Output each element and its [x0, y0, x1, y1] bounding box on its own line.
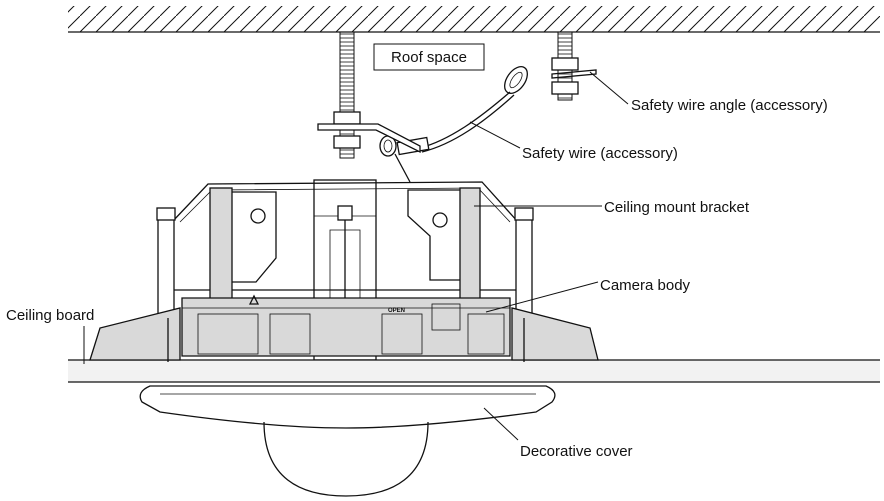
decorative-cover-label-group: Decorative cover [483, 407, 633, 460]
roof-space-label-group: Roof space [373, 43, 485, 71]
camera-body-label-group: Camera body [485, 277, 691, 313]
open-mark: OPEN [388, 308, 405, 314]
ceiling-board [68, 359, 880, 383]
ceiling-mount-bracket-label: Ceiling mount bracket [604, 199, 750, 216]
ceiling-mount-bracket-label-group: Ceiling mount bracket [474, 199, 750, 216]
ceiling-board-label: Ceiling board [6, 307, 94, 324]
safety-wire [379, 66, 528, 183]
decorative-cover-label: Decorative cover [520, 443, 633, 460]
camera-body: OPEN [181, 294, 511, 357]
safety-wire-label: Safety wire (accessory) [522, 145, 678, 162]
hanging-plate [317, 123, 421, 154]
side-clamps [89, 307, 599, 362]
roof-space-label: Roof space [391, 49, 467, 66]
safety-wire-angle-label-group: Safety wire angle (accessory) [589, 71, 828, 114]
camera-body-label: Camera body [600, 277, 691, 294]
threaded-rod-right [551, 31, 597, 101]
ceiling-slab [68, 6, 880, 33]
ceiling-board-label-group: Ceiling board [6, 307, 94, 364]
safety-wire-label-group: Safety wire (accessory) [469, 121, 678, 162]
threaded-rod-left [333, 31, 361, 159]
decorative-cover [139, 385, 556, 497]
safety-wire-angle-label: Safety wire angle (accessory) [631, 97, 828, 114]
